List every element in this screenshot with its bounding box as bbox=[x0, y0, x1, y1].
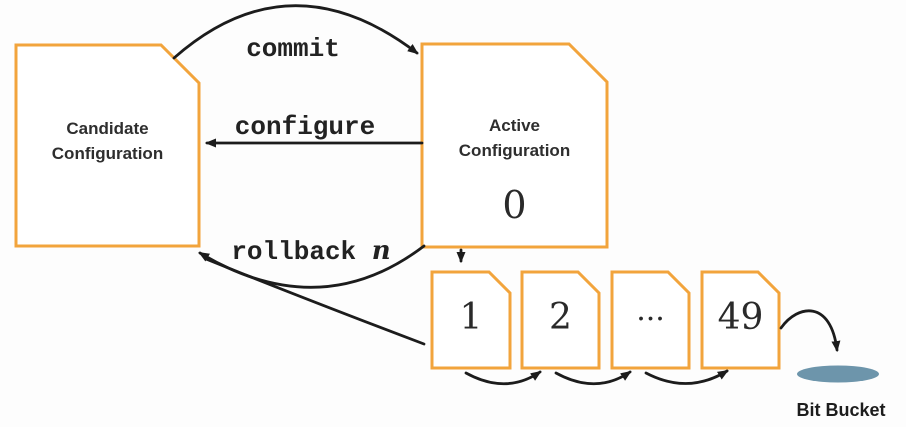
rollback-label: rollback n bbox=[221, 236, 401, 267]
bit-bucket-label: Bit Bucket bbox=[796, 400, 886, 420]
bit-bucket-arrow bbox=[779, 309, 841, 352]
configure-label: configure bbox=[234, 112, 376, 142]
archive-doc-1-label: 1 bbox=[459, 297, 483, 338]
candidate-configuration-title: Candidate Configuration bbox=[51, 119, 164, 163]
archive-doc-1-shape bbox=[430, 270, 512, 370]
bit-bucket-ellipse bbox=[797, 365, 879, 383]
archive-rotation-arrow-3 bbox=[644, 369, 729, 385]
archive-doc-4-label: 49 bbox=[717, 297, 764, 338]
candidate-configuration-doc-shape bbox=[14, 43, 201, 248]
rollback-label-text: rollback bbox=[231, 237, 357, 267]
archive-rotation-arrow-2 bbox=[554, 370, 632, 386]
archive-rotation-arrow-1 bbox=[464, 370, 542, 386]
active-configuration-doc-shape bbox=[420, 42, 609, 249]
commit-label: commit bbox=[246, 34, 340, 64]
active-configuration-title: Active Configuration bbox=[458, 116, 571, 160]
active-configuration-index: 0 bbox=[502, 183, 527, 227]
archive-doc-4-shape bbox=[700, 270, 781, 370]
archive-doc-3-label: ... bbox=[636, 293, 665, 328]
archive-doc-2-label: 2 bbox=[549, 297, 572, 338]
rollback-variable: n bbox=[371, 236, 391, 266]
commit-arrow bbox=[172, 4, 419, 60]
rollback-from-archive-line bbox=[204, 257, 426, 346]
archive-doc-2-shape bbox=[520, 270, 601, 370]
archive-doc-3-shape bbox=[610, 270, 691, 370]
